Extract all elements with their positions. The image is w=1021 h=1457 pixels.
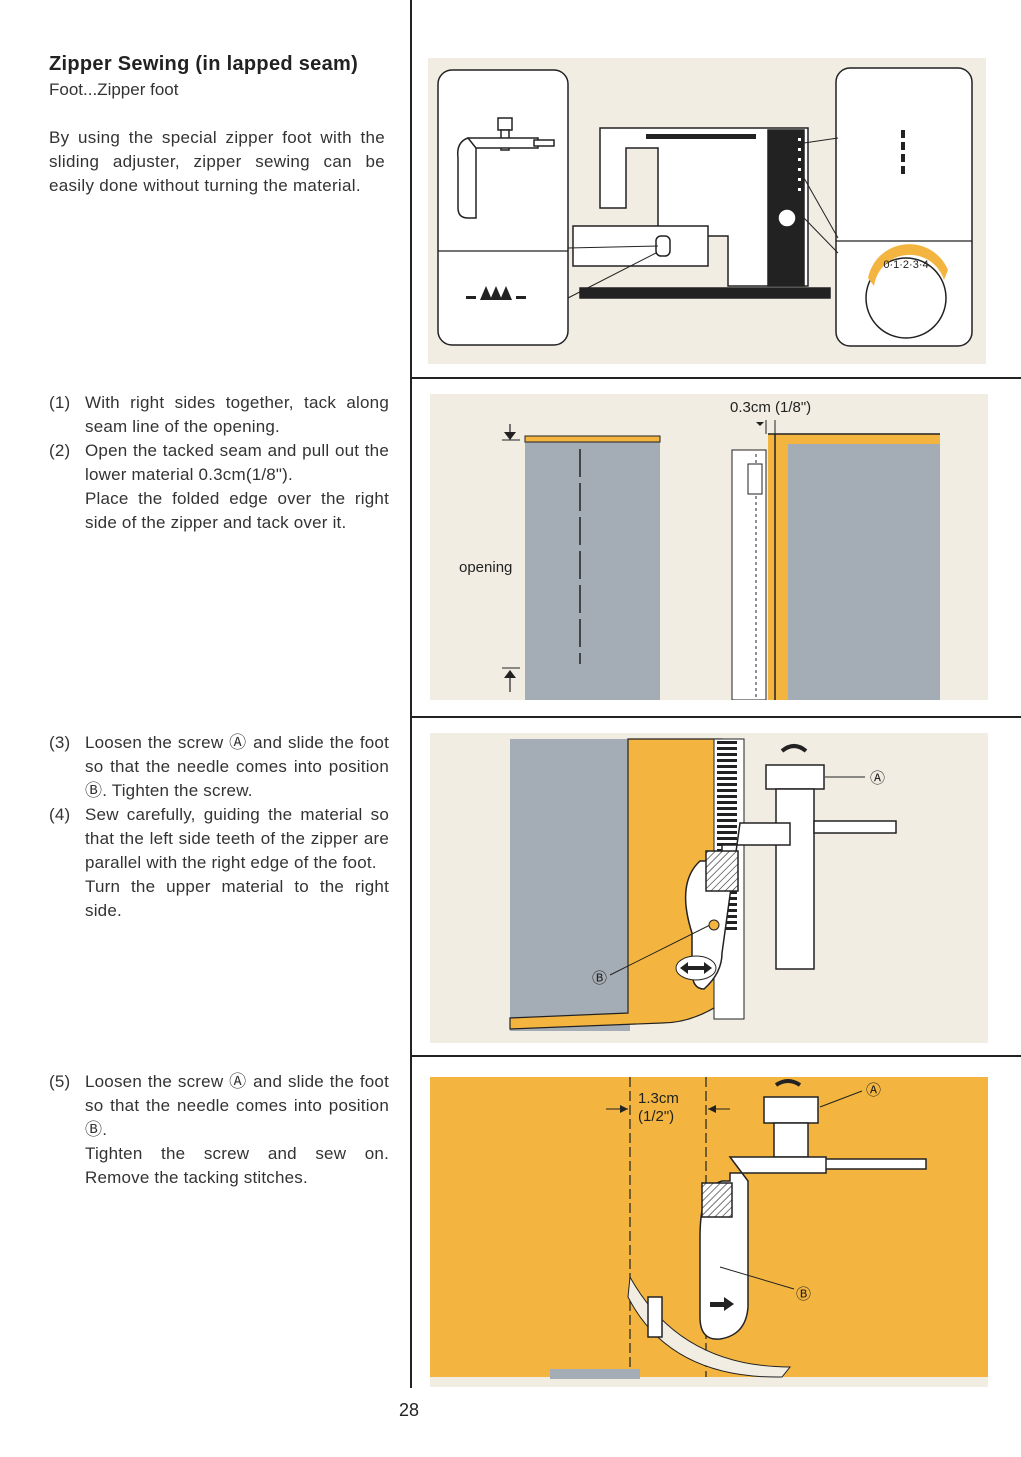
needle-position-label-b: Ⓑ (592, 970, 607, 987)
step-continuation: Tighten the screw and sew on. Remove the… (85, 1144, 389, 1187)
measurement-inch: (1/2") (638, 1108, 674, 1125)
row-divider-2 (410, 716, 1021, 718)
step-text: With right sides together, tack along se… (85, 393, 389, 436)
column-divider (410, 0, 412, 1388)
zipper-foot-icon (647, 1096, 927, 1340)
step-number: (3) (49, 733, 71, 752)
step-text: Loosen the screw Ⓐ and slide the foot so… (85, 1072, 389, 1139)
step-number: (4) (49, 805, 71, 824)
step-continuation: Place the folded edge over the right sid… (85, 489, 389, 532)
dial-marks: 0·1·2·3·4 (883, 259, 928, 271)
seam-opening-figure: opening 0.3cm (1/8") (430, 394, 988, 700)
step-3: (3) Loosen the screw Ⓐ and slide the foo… (49, 731, 389, 803)
length-marks-icon (901, 130, 905, 174)
step-1: (1) With right sides together, tack alon… (49, 391, 389, 439)
step-text: Loosen the screw Ⓐ and slide the foot so… (85, 733, 389, 800)
step-number: (1) (49, 393, 71, 412)
fabric-gray (510, 739, 630, 1031)
zipper-teeth (717, 741, 737, 933)
zipper-foot-icon (456, 117, 555, 219)
step-continuation: Turn the upper material to the right sid… (85, 877, 389, 920)
measurement-label: 0.3cm (1/8") (730, 399, 811, 416)
steps-3-4: (3) Loosen the screw Ⓐ and slide the foo… (49, 731, 389, 923)
screw-label-a: Ⓐ (866, 1082, 881, 1099)
step-4: (4) Sew carefully, guiding the material … (49, 803, 389, 875)
fabric-gray (525, 440, 660, 700)
screw-rotate-icon (774, 1079, 802, 1087)
needle-position-label-b: Ⓑ (796, 1286, 811, 1303)
foot-type: Foot...Zipper foot (49, 80, 179, 99)
steps-1-2: (1) With right sides together, tack alon… (49, 391, 389, 535)
sewing-machine-icon (572, 127, 831, 299)
step-number: (2) (49, 441, 71, 460)
row-divider-1 (410, 377, 1021, 379)
machine-setup-figure: 0·1·2·3·4 (428, 58, 986, 364)
slide-arrow-icon (710, 1297, 734, 1311)
measurement-cm: 1.3cm (638, 1090, 679, 1107)
steps-5: (5) Loosen the screw Ⓐ and slide the foo… (49, 1070, 389, 1190)
step-2: (2) Open the tacked seam and pull out th… (49, 439, 389, 487)
zipper-foot-icon (684, 764, 897, 990)
row-divider-3 (410, 1055, 1021, 1057)
step-text: Sew carefully, guiding the material so t… (85, 805, 389, 872)
screw-rotate-icon (780, 744, 808, 753)
stitch-length-dial (865, 257, 947, 339)
zipper-tape (731, 449, 767, 700)
step-text: Open the tacked seam and pull out the lo… (85, 441, 389, 484)
opening-label: opening (459, 559, 512, 576)
step-number: (5) (49, 1072, 71, 1091)
screw-label-a: Ⓐ (870, 770, 885, 787)
page-number: 28 (399, 1400, 420, 1420)
page-title: Zipper Sewing (in lapped seam) (49, 53, 359, 75)
sew-first-side-figure: Ⓐ Ⓑ (430, 733, 988, 1043)
stitch-selector-icon (466, 286, 526, 300)
slide-arrow-icon (675, 955, 717, 981)
intro-text: By using the special zipper foot with th… (49, 128, 385, 195)
step-5: (5) Loosen the screw Ⓐ and slide the foo… (49, 1070, 389, 1142)
sew-second-side-figure: 1.3cm (1/2") Ⓐ Ⓑ (430, 1077, 988, 1387)
